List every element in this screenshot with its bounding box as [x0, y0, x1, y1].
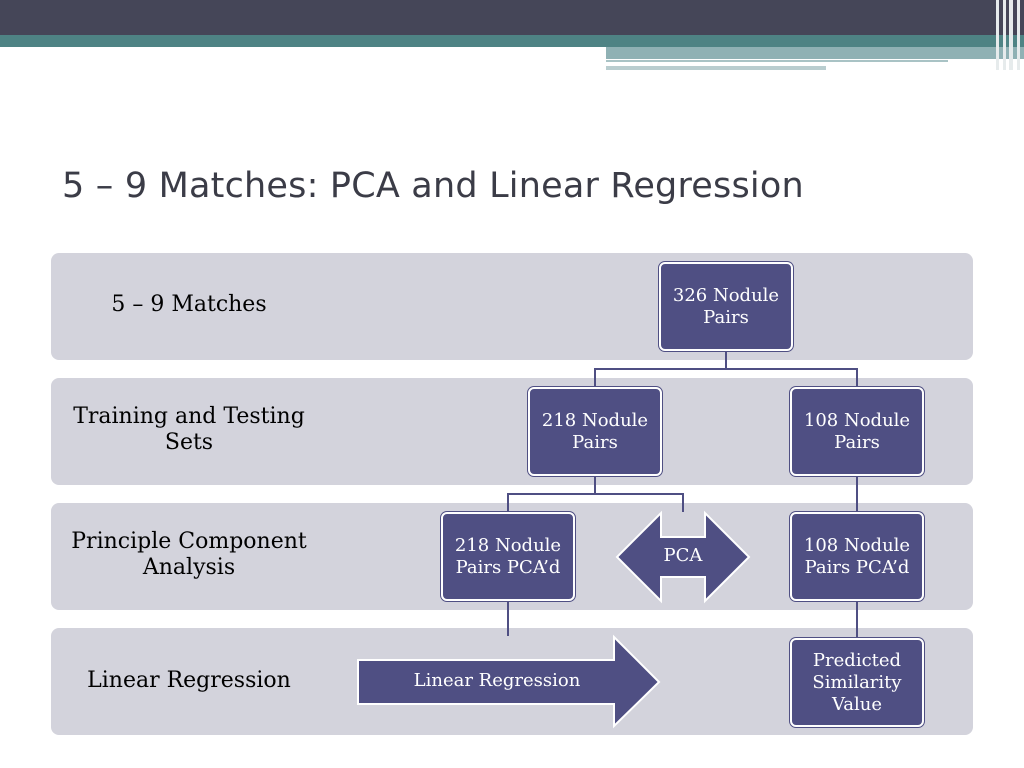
connector-root-to-test	[726, 368, 858, 387]
header-accent-line	[606, 60, 948, 62]
node-label: 326 Nodule Pairs	[672, 284, 780, 328]
node-label: 218 Nodule Pairs PCA’d	[454, 534, 562, 578]
node-326-nodule-pairs: 326 Nodule Pairs	[659, 262, 793, 351]
node-label: 108 Nodule Pairs	[803, 409, 911, 453]
node-label: Predicted Similarity Value	[812, 649, 902, 715]
connector-train-to-train-pca	[507, 475, 596, 512]
pca-arrow-label: PCA	[663, 545, 703, 566]
node-218-nodule-pairs: 218 Nodule Pairs	[528, 387, 662, 476]
node-label: 218 Nodule Pairs	[541, 409, 649, 453]
row-label-linear-regression: Linear Regression	[87, 668, 291, 693]
header-corner-stripes	[992, 0, 1024, 70]
row-label-pca: Principle Component Analysis	[71, 529, 307, 580]
node-label: 108 Nodule Pairs PCA’d	[803, 534, 911, 578]
header-bar	[0, 0, 1024, 35]
row-label-matches: 5 – 9 Matches	[111, 292, 267, 317]
connector-train-to-pca	[595, 493, 684, 512]
connector-root-to-train	[594, 350, 727, 387]
row-label-training-testing: Training and Testing Sets	[73, 404, 305, 455]
linear-regression-arrow-label: Linear Regression	[413, 670, 581, 691]
node-108-nodule-pairs: 108 Nodule Pairs	[790, 387, 924, 476]
node-218-nodule-pairs-pca: 218 Nodule Pairs PCA’d	[441, 512, 575, 601]
node-predicted-similarity-value: Predicted Similarity Value	[790, 638, 924, 727]
node-108-nodule-pairs-pca: 108 Nodule Pairs PCA’d	[790, 512, 924, 601]
linear-regression-arrow	[357, 634, 661, 729]
slide-title: 5 – 9 Matches: PCA and Linear Regression	[62, 166, 804, 206]
row-band-matches	[51, 253, 973, 360]
header-accent-stripe-light	[606, 47, 1024, 59]
pca-double-arrow	[615, 510, 751, 604]
header-accent-line	[606, 66, 826, 70]
header-accent-stripe	[0, 35, 1024, 47]
